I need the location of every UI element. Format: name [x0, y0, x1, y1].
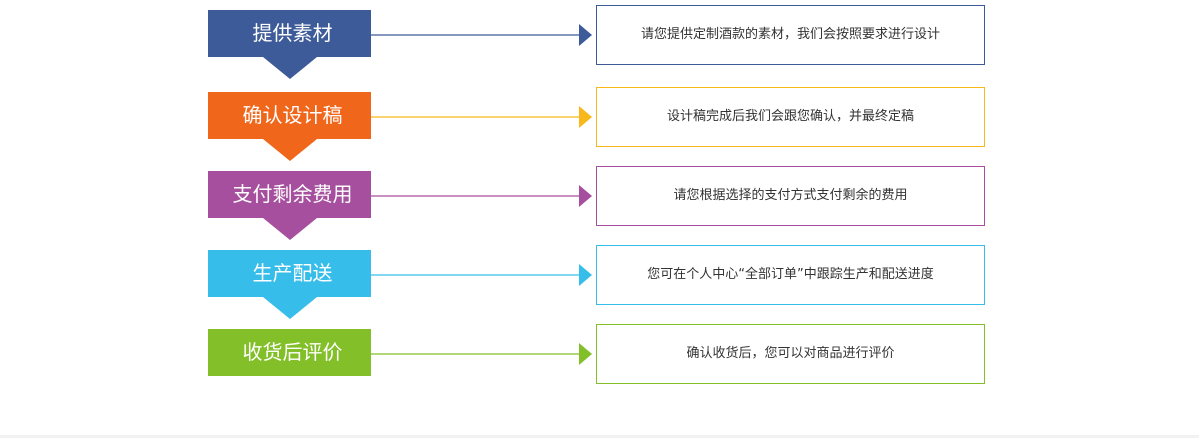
connector-arrow-1	[371, 24, 592, 46]
down-arrow-1	[263, 57, 317, 79]
down-arrow-2	[263, 139, 317, 161]
connector-arrow-4	[371, 264, 592, 286]
description-box-provide-materials: 请您提供定制酒款的素材，我们会按照要求进行设计	[596, 5, 985, 65]
step-box-pay-remaining: 支付剩余费用	[208, 171, 371, 218]
step-box-review-after-receipt: 收货后评价	[208, 329, 371, 376]
down-arrow-4	[263, 297, 317, 319]
connector-arrow-5	[371, 343, 592, 365]
step-box-confirm-design: 确认设计稿	[208, 92, 371, 139]
description-box-review-after-receipt: 确认收货后，您可以对商品进行评价	[596, 324, 985, 384]
description-box-production-delivery: 您可在个人中心“全部订单”中跟踪生产和配送进度	[596, 245, 985, 305]
connector-arrow-2	[371, 106, 592, 128]
connector-arrow-3	[371, 185, 592, 207]
description-box-pay-remaining: 请您根据选择的支付方式支付剩余的费用	[596, 166, 985, 226]
bottom-divider	[0, 435, 1199, 438]
step-box-production-delivery: 生产配送	[208, 250, 371, 297]
down-arrow-3	[263, 218, 317, 240]
step-box-provide-materials: 提供素材	[208, 10, 371, 57]
description-box-confirm-design: 设计稿完成后我们会跟您确认，并最终定稿	[596, 87, 985, 147]
